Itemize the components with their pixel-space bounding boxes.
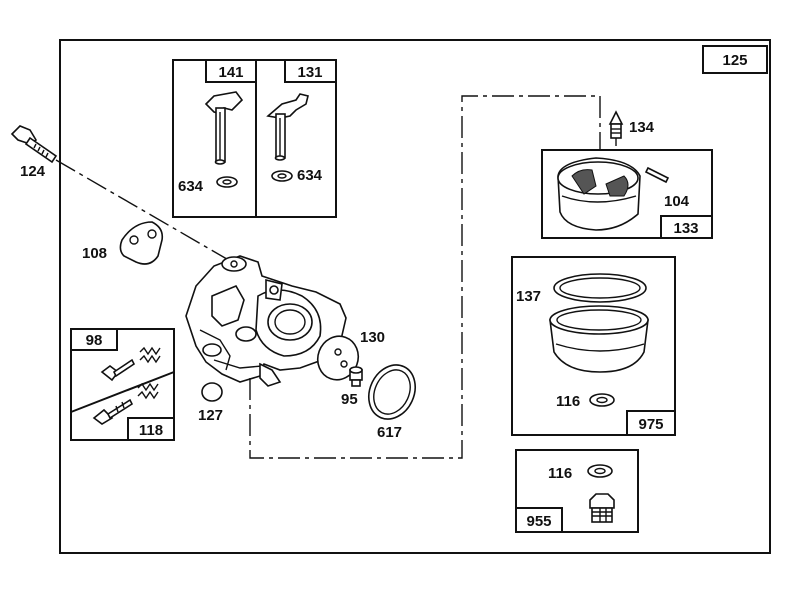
tag-box-955 (515, 507, 563, 533)
tag-141: 141 (218, 64, 243, 81)
bowl-washer-116 (589, 393, 615, 407)
outer-frame (59, 39, 771, 554)
washer-634-right-hole (277, 173, 287, 179)
tag-box-125 (702, 45, 768, 74)
label-95: 95 (341, 391, 358, 408)
leader-carb-to-jet (249, 95, 601, 459)
label-127: 127 (198, 407, 223, 424)
label-130: 130 (360, 329, 385, 346)
mixture-screw-118 (92, 398, 134, 425)
tag-118: 118 (139, 422, 163, 439)
o-ring-617 (368, 364, 416, 420)
fuel-bowl-975 (549, 305, 649, 373)
washer-634-left-hole (222, 179, 232, 185)
idle-screw-98 (100, 358, 136, 382)
label-134: 134 (629, 119, 655, 136)
tag-975: 975 (638, 416, 663, 433)
inset-jet-kit (515, 449, 639, 533)
tag-125: 125 (722, 52, 747, 69)
float-133 (557, 157, 641, 231)
tag-box-118 (127, 417, 175, 441)
tag-955: 955 (526, 513, 551, 530)
gasket-plate-108-hole-a (129, 235, 139, 245)
gasket-plate-108 (119, 221, 164, 265)
label-634-left: 634 (178, 178, 204, 195)
jet-washer-116 (587, 464, 613, 478)
label-137: 137 (516, 288, 541, 305)
gasket-plate-108-hole-b (147, 229, 157, 239)
o-ring-617-inner (373, 369, 411, 415)
float-needle-134 (608, 110, 624, 146)
bowl-washer-116-hole (596, 396, 608, 404)
carburetor-body (185, 255, 347, 387)
label-116-bowl: 116 (556, 393, 580, 410)
float-pin-104 (644, 166, 670, 184)
spring-98 (139, 346, 161, 364)
choke-shaft-131 (266, 93, 309, 161)
tag-98: 98 (86, 332, 103, 349)
label-116-jet: 116 (548, 465, 572, 482)
washer-634-right (271, 170, 293, 182)
inset-screws-divider (70, 371, 175, 413)
tag-box-975 (626, 410, 676, 436)
spring-118 (137, 382, 159, 400)
washer-634-left (216, 176, 238, 188)
bowl-nut (589, 493, 615, 523)
diaphragm-130-hole-b (340, 360, 348, 368)
inset-bowl (511, 256, 676, 436)
label-124: 124 (20, 163, 46, 180)
leader-bolt (55, 159, 233, 263)
diaphragm-130-hole-a (334, 348, 342, 356)
bolt-124 (10, 125, 58, 164)
tag-box-98 (70, 328, 118, 351)
inset-float (541, 149, 713, 239)
welch-plug-127 (201, 382, 223, 402)
tag-131: 131 (297, 64, 322, 81)
tag-box-133 (660, 215, 713, 239)
tag-box-131 (284, 59, 337, 83)
diaphragm-130 (316, 335, 360, 381)
bowl-gasket-137 (553, 273, 647, 303)
label-617: 617 (377, 424, 402, 441)
jet-washer-116-hole (594, 467, 606, 475)
label-108: 108 (82, 245, 107, 262)
tag-box-141 (205, 59, 257, 83)
label-634-right: 634 (297, 167, 323, 184)
jet-95 (349, 366, 363, 387)
tag-133: 133 (673, 220, 698, 237)
inset-screws (70, 328, 175, 441)
label-104: 104 (664, 193, 690, 210)
throttle-shaft-141 (204, 91, 244, 165)
